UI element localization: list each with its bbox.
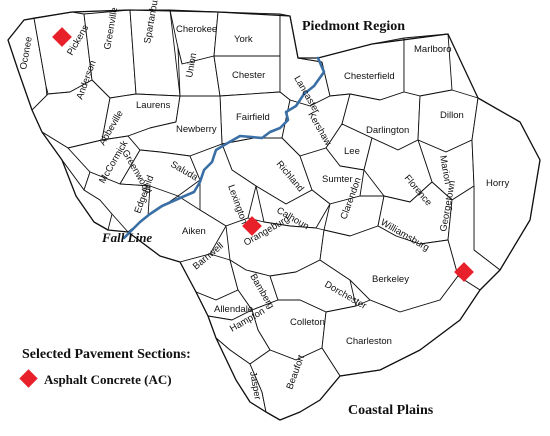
county-label: Darlington (366, 125, 409, 136)
county-label: Marion (437, 155, 453, 186)
county-label: Lee (344, 146, 360, 157)
county-label: Newberry (176, 124, 217, 135)
county-label: Aiken (182, 226, 206, 237)
county-label: Laurens (136, 100, 171, 111)
county-label: Chesterfield (344, 71, 395, 82)
county-label: Charleston (346, 336, 392, 347)
fall-line (122, 56, 326, 240)
county-label: Berkeley (372, 274, 409, 285)
legend-title: Selected Pavement Sections: (22, 347, 191, 362)
legend: Selected Pavement Sections: Asphalt Conc… (19, 347, 191, 388)
county-label: Allendale (214, 304, 253, 315)
fall-line-label: Fall Line (101, 230, 152, 245)
county-label: Union (184, 52, 199, 78)
region-label-coastal: Coastal Plains (348, 403, 434, 418)
legend-marker-icon (19, 369, 38, 388)
state-outline (7, 9, 541, 421)
region-label-piedmont: Piedmont Region (302, 19, 405, 34)
county-label: Jasper (247, 371, 263, 401)
legend-item-label: Asphalt Concrete (AC) (44, 372, 172, 387)
county-label: Colleton (290, 317, 325, 328)
pavement-section-marker (242, 216, 262, 236)
county-label: Chester (232, 70, 265, 81)
county-label: Dillon (440, 110, 464, 121)
county-label: Cherokee (176, 24, 217, 35)
pavement-section-marker (454, 262, 474, 282)
county-label: Sumter (322, 174, 353, 185)
county-label: Marlboro (414, 44, 452, 55)
county-label: York (234, 34, 253, 45)
county-label: Horry (486, 178, 509, 189)
county-label: Fairfield (236, 112, 270, 123)
county-boundaries (7, 9, 541, 421)
